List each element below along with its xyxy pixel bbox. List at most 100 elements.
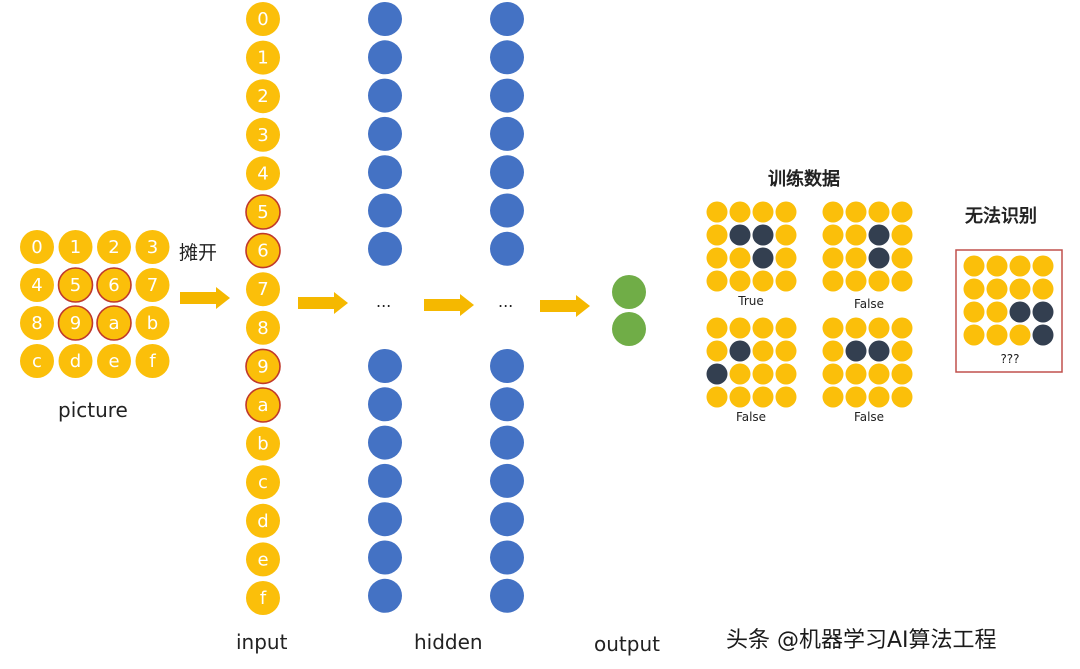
hidden-node-top-6 xyxy=(490,231,524,266)
svg-text:0: 0 xyxy=(257,9,268,30)
pattern-dot xyxy=(845,317,867,339)
pattern-dot xyxy=(775,247,797,269)
hidden-node-bottom-2 xyxy=(368,425,402,460)
svg-text:b: b xyxy=(147,313,158,334)
pattern-dot xyxy=(868,317,890,339)
svg-text:9: 9 xyxy=(257,356,268,377)
pattern-dot xyxy=(729,317,751,339)
pattern-dot xyxy=(822,201,844,223)
hidden-node-top-4 xyxy=(490,155,524,190)
output-node-1 xyxy=(612,275,646,309)
pattern-dot xyxy=(891,270,913,292)
pattern-dot xyxy=(891,247,913,269)
hidden-node-top-0 xyxy=(490,2,524,36)
pattern-dot xyxy=(822,340,844,362)
svg-text:1: 1 xyxy=(70,237,81,258)
hidden-node-top-2 xyxy=(490,78,524,113)
input-node-7: 7 xyxy=(246,272,280,307)
hidden-ellipsis-2: ... xyxy=(498,292,514,311)
pattern-dot xyxy=(706,247,728,269)
pattern-dot xyxy=(1009,301,1031,323)
pattern-dot xyxy=(1009,255,1031,277)
pattern-dot xyxy=(891,363,913,385)
picture-cell-8: 8 xyxy=(20,306,54,340)
input-node-4: 4 xyxy=(246,156,280,191)
pattern-dot xyxy=(868,247,890,269)
sample-caption-1: True xyxy=(738,294,764,308)
pattern-dot xyxy=(868,363,890,385)
pattern-dot xyxy=(729,270,751,292)
pattern-dot xyxy=(822,363,844,385)
svg-text:f: f xyxy=(149,351,156,372)
picture-cell-9: 9 xyxy=(57,305,94,341)
flatten-label: 摊开 xyxy=(179,242,218,264)
unknown-sample xyxy=(955,249,1063,373)
hidden-node-top-2 xyxy=(368,78,402,113)
pattern-dot xyxy=(729,247,751,269)
svg-text:8: 8 xyxy=(257,318,268,339)
hidden-node-top-6 xyxy=(368,231,402,266)
pattern-dot xyxy=(845,247,867,269)
pattern-dot xyxy=(729,363,751,385)
training-title: 训练数据 xyxy=(768,169,840,190)
svg-text:3: 3 xyxy=(147,237,158,258)
pattern-dot xyxy=(1009,324,1031,346)
pattern-dot xyxy=(752,386,774,408)
hidden-node-bottom-3 xyxy=(490,463,524,498)
hidden-node-bottom-4 xyxy=(490,502,524,537)
picture-cell-c: c xyxy=(20,344,54,378)
hidden-node-top-5 xyxy=(368,193,402,228)
picture-cell-b: b xyxy=(135,306,170,340)
pattern-dot xyxy=(775,317,797,339)
picture-cell-2: 2 xyxy=(97,230,131,264)
hidden-node-top-4 xyxy=(368,155,402,190)
picture-cell-4: 4 xyxy=(20,268,54,302)
pattern-dot xyxy=(891,201,913,223)
pattern-dot xyxy=(868,386,890,408)
flow-arrow-1 xyxy=(180,287,230,309)
pattern-dot xyxy=(986,255,1008,277)
picture-cell-7: 7 xyxy=(135,268,170,302)
svg-text:d: d xyxy=(257,511,268,532)
pattern-dot xyxy=(963,278,985,300)
input-node-9: 9 xyxy=(245,348,281,385)
input-node-3: 3 xyxy=(246,117,280,152)
hidden-node-bottom-0 xyxy=(490,349,524,383)
pattern-dot xyxy=(822,224,844,246)
unknown-pattern xyxy=(963,255,1054,346)
svg-text:c: c xyxy=(32,351,42,372)
hidden-layer-2 xyxy=(490,2,524,613)
pattern-dot xyxy=(729,340,751,362)
input-node-b: b xyxy=(246,426,280,461)
pattern-dot xyxy=(729,386,751,408)
hidden-node-bottom-0 xyxy=(368,349,402,383)
svg-text:e: e xyxy=(257,549,268,570)
input-node-6: 6 xyxy=(245,232,281,269)
pattern-dot xyxy=(963,301,985,323)
input-node-2: 2 xyxy=(246,79,280,114)
pattern-dot xyxy=(845,363,867,385)
pattern-dot xyxy=(706,386,728,408)
hidden-node-bottom-1 xyxy=(368,387,402,422)
hidden-node-top-3 xyxy=(368,116,402,151)
picture-label: picture xyxy=(58,398,128,422)
flow-arrows xyxy=(180,287,590,317)
svg-text:a: a xyxy=(108,313,119,334)
pattern-dot xyxy=(845,224,867,246)
hidden-node-top-5 xyxy=(490,193,524,228)
pattern-dot xyxy=(1032,255,1054,277)
pattern-dot xyxy=(868,270,890,292)
hidden-node-bottom-6 xyxy=(368,578,402,613)
input-node-e: e xyxy=(246,542,280,577)
pattern-dot xyxy=(729,224,751,246)
sample-caption-2: False xyxy=(853,297,885,311)
pattern-dot xyxy=(752,270,774,292)
pattern-dot xyxy=(1032,324,1054,346)
training-sample-2 xyxy=(822,201,913,292)
picture-cell-e: e xyxy=(97,344,131,378)
pattern-dot xyxy=(868,340,890,362)
pattern-dot xyxy=(963,255,985,277)
svg-text:7: 7 xyxy=(257,279,268,300)
output-layer xyxy=(612,275,646,346)
